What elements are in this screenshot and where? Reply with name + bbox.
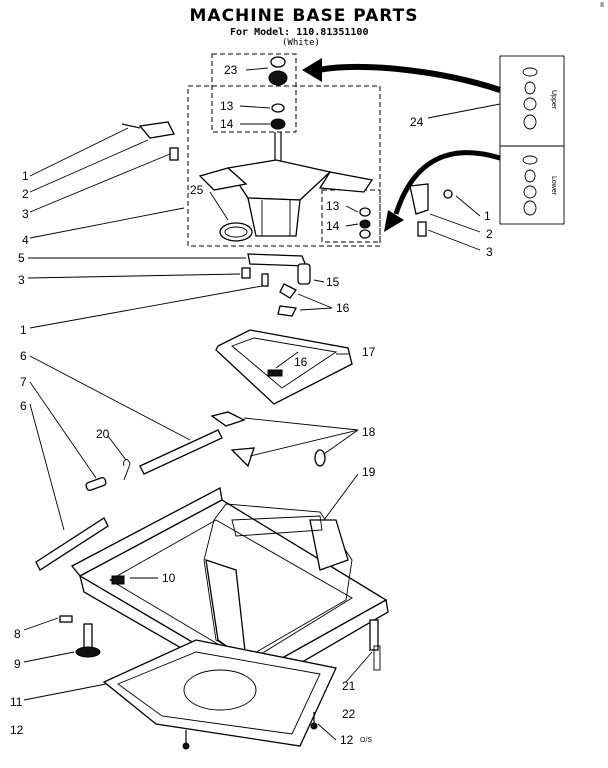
callout-4: 4 [22,233,29,247]
callout-14: 14 [220,117,234,131]
callout-3: 3 [22,207,29,221]
top-clips [210,411,326,468]
page-title: MACHINE BASE PARTS [189,6,419,26]
callout-18: 18 [362,425,376,439]
footer-code: O/S [360,737,372,744]
inset-label-lower: Lower [550,176,557,196]
cam-agitator-box [211,53,297,133]
part-24-inset: Upper Lower [499,55,565,225]
left-suspension-parts [35,429,223,571]
right-clip-parts [409,183,453,237]
screws [182,712,318,750]
callout-17: 17 [362,345,376,359]
callout-10: 10 [162,571,176,585]
callout-6: 6 [20,399,27,413]
callout-2: 2 [486,227,493,241]
arrow-to-upper-cams [302,58,501,93]
callout-23: 23 [224,63,238,77]
callout-14: 14 [326,219,340,233]
leveling-leg-right [369,619,381,671]
corner-mark: II [600,2,604,9]
callout-25: 25 [190,183,204,197]
model-number: For Model: 110.81351100 [230,27,369,38]
callout-7: 7 [20,375,27,389]
callout-9: 9 [14,657,21,671]
callout-16: 16 [336,301,350,315]
transmission-assembly [198,132,374,237]
callout-15: 15 [326,275,340,289]
callout-5: 5 [18,251,25,265]
leader-lines [23,67,501,741]
cam-parts-right [359,207,371,239]
color-note: (White) [282,38,320,48]
callout-11: 11 [10,695,23,709]
callout-22: 22 [342,707,356,721]
callout-20: 20 [96,427,110,441]
arrow-to-lower-cams [384,150,501,232]
leveling-leg-left [59,615,101,658]
drive-bracket [241,253,311,317]
callout-1: 1 [20,323,27,337]
motor-mount-plate [215,329,353,405]
seal-ring [219,222,253,242]
callout-21: 21 [342,679,356,693]
callout-19: 19 [362,465,376,479]
callout-1: 1 [484,209,491,223]
callout-13: 13 [326,199,340,213]
left-clip-parts [121,121,179,161]
callout-6: 6 [20,349,27,363]
callout-13: 13 [220,99,234,113]
cam-inner-box [321,189,381,243]
callout-3: 3 [486,245,493,259]
bottom-pan [102,639,337,747]
transmission-box [187,85,381,247]
callout-24: 24 [410,115,424,129]
callout-3: 3 [18,273,25,287]
agitator-cams [268,56,288,130]
callout-2: 2 [22,187,29,201]
callout-16: 16 [294,355,308,369]
callout-8: 8 [14,627,21,641]
callout-1: 1 [22,169,29,183]
inset-label-upper: Upper [550,90,557,110]
callout-12: 12 [340,733,354,747]
callout-12: 12 [10,723,24,737]
